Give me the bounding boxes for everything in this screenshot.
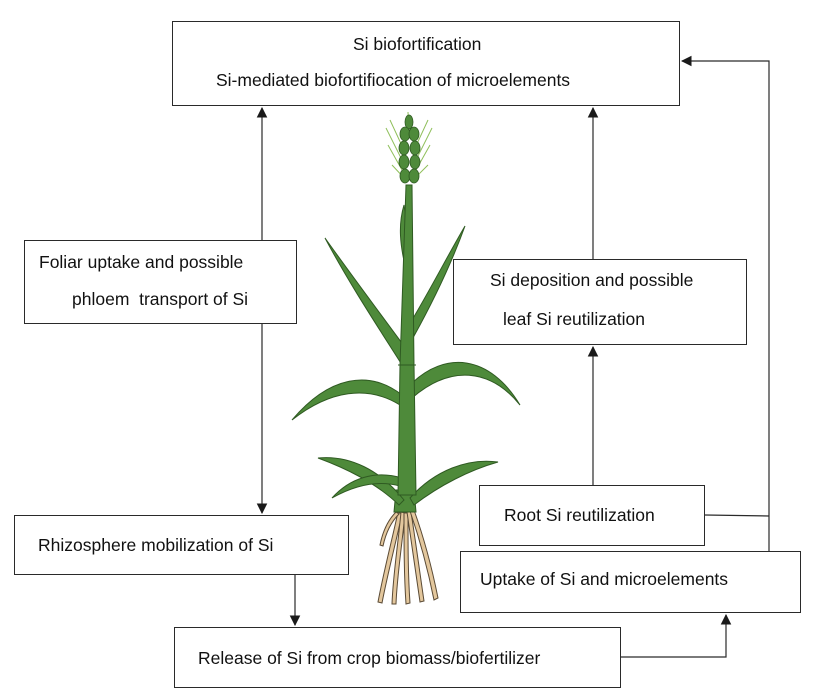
- biofortification-title: Si biofortification: [353, 34, 482, 54]
- rhizosphere-box: [14, 515, 349, 575]
- foliar-uptake-box: [24, 240, 297, 324]
- connector-lines: [256, 55, 770, 658]
- root-reutilization-box: [479, 485, 705, 546]
- foliar-uptake-line2: phloem transport of Si: [72, 289, 249, 309]
- uptake-box: [460, 551, 801, 613]
- roots: [377, 509, 439, 605]
- wheat-plant-illustration: [291, 111, 521, 605]
- release-box: [174, 627, 621, 688]
- biofortification-subtitle: Si-mediated biofortifiocation of microel…: [216, 70, 571, 90]
- si-deposition-line2: leaf Si reutilization: [503, 309, 646, 329]
- release-label: Release of Si from crop biomass/bioferti…: [198, 648, 541, 668]
- uptake-label: Uptake of Si and microelements: [480, 569, 729, 589]
- root-to-right-connector: [704, 514, 770, 517]
- rhizosphere-label: Rhizosphere mobilization of Si: [38, 535, 274, 555]
- foliar-uptake-line1: Foliar uptake and possible: [39, 252, 244, 272]
- arrow-release-to-uptake: [621, 613, 732, 658]
- si-deposition-line1: Si deposition and possible: [490, 270, 694, 290]
- si-deposition-box: [453, 259, 747, 345]
- biofortification-box: [172, 21, 680, 106]
- root-reutilization-label: Root Si reutilization: [504, 505, 655, 525]
- arrow-uptake-to-biofortification: [680, 55, 770, 551]
